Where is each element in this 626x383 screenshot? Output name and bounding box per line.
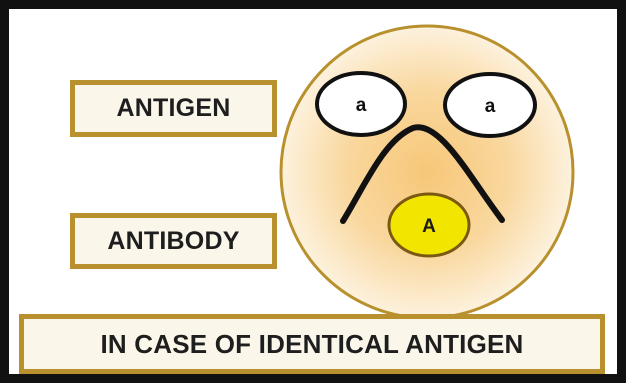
antigen-left-text: a — [356, 95, 367, 116]
caption-box: IN CASE OF IDENTICAL ANTIGEN — [19, 314, 605, 374]
antibody-marker-text: A — [422, 216, 436, 237]
caption-text: IN CASE OF IDENTICAL ANTIGEN — [100, 329, 523, 360]
antigen-right-text: a — [485, 96, 496, 117]
cell-circle-icon — [281, 26, 573, 318]
